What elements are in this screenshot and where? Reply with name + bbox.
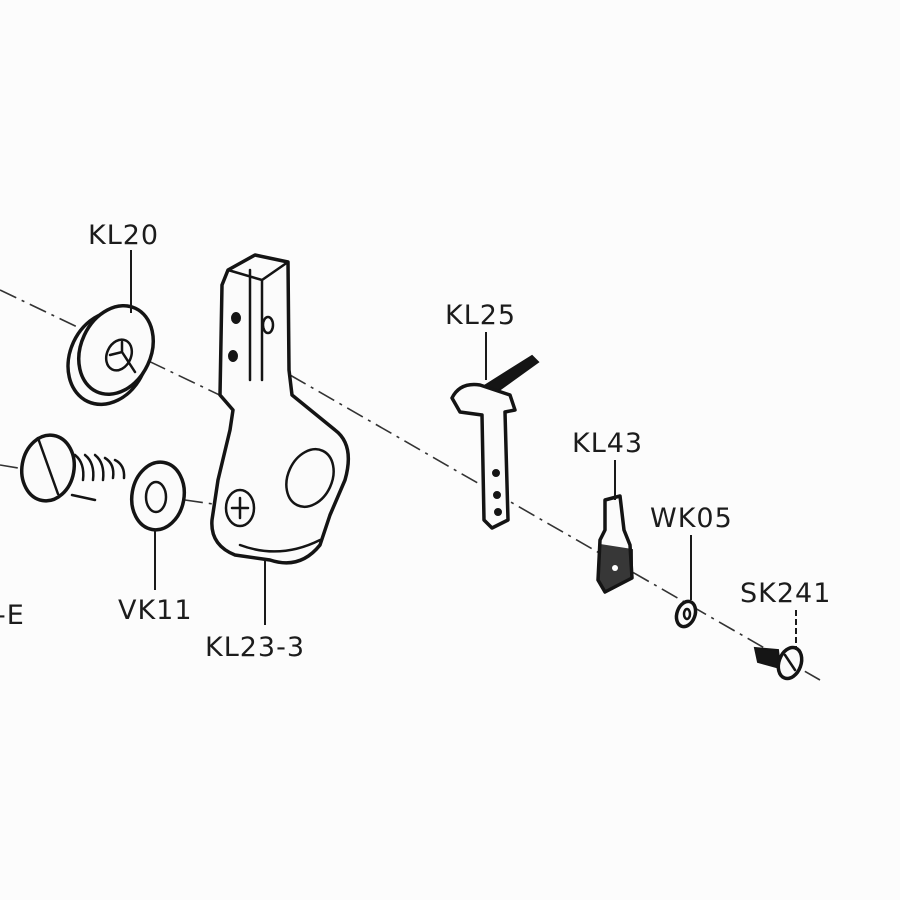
label-partial-left: -E <box>0 600 25 631</box>
assembly-axis-line <box>0 289 821 681</box>
sk241-screw <box>753 645 804 681</box>
label-kl25: KL25 <box>445 300 516 331</box>
kl20-washer <box>66 304 155 407</box>
kl23-3-arm <box>210 253 351 565</box>
kl43-plate <box>596 494 634 594</box>
vk11-washer <box>129 460 187 532</box>
kl25-bracket <box>450 354 540 530</box>
label-wk05: WK05 <box>650 503 733 534</box>
wk05-washer <box>674 599 698 629</box>
label-kl23-3: KL23-3 <box>205 632 305 663</box>
label-kl20: KL20 <box>88 220 159 251</box>
label-vk11: VK11 <box>118 595 193 626</box>
set-screw <box>20 433 126 503</box>
label-sk241: SK241 <box>740 578 831 609</box>
label-kl43: KL43 <box>572 428 643 459</box>
